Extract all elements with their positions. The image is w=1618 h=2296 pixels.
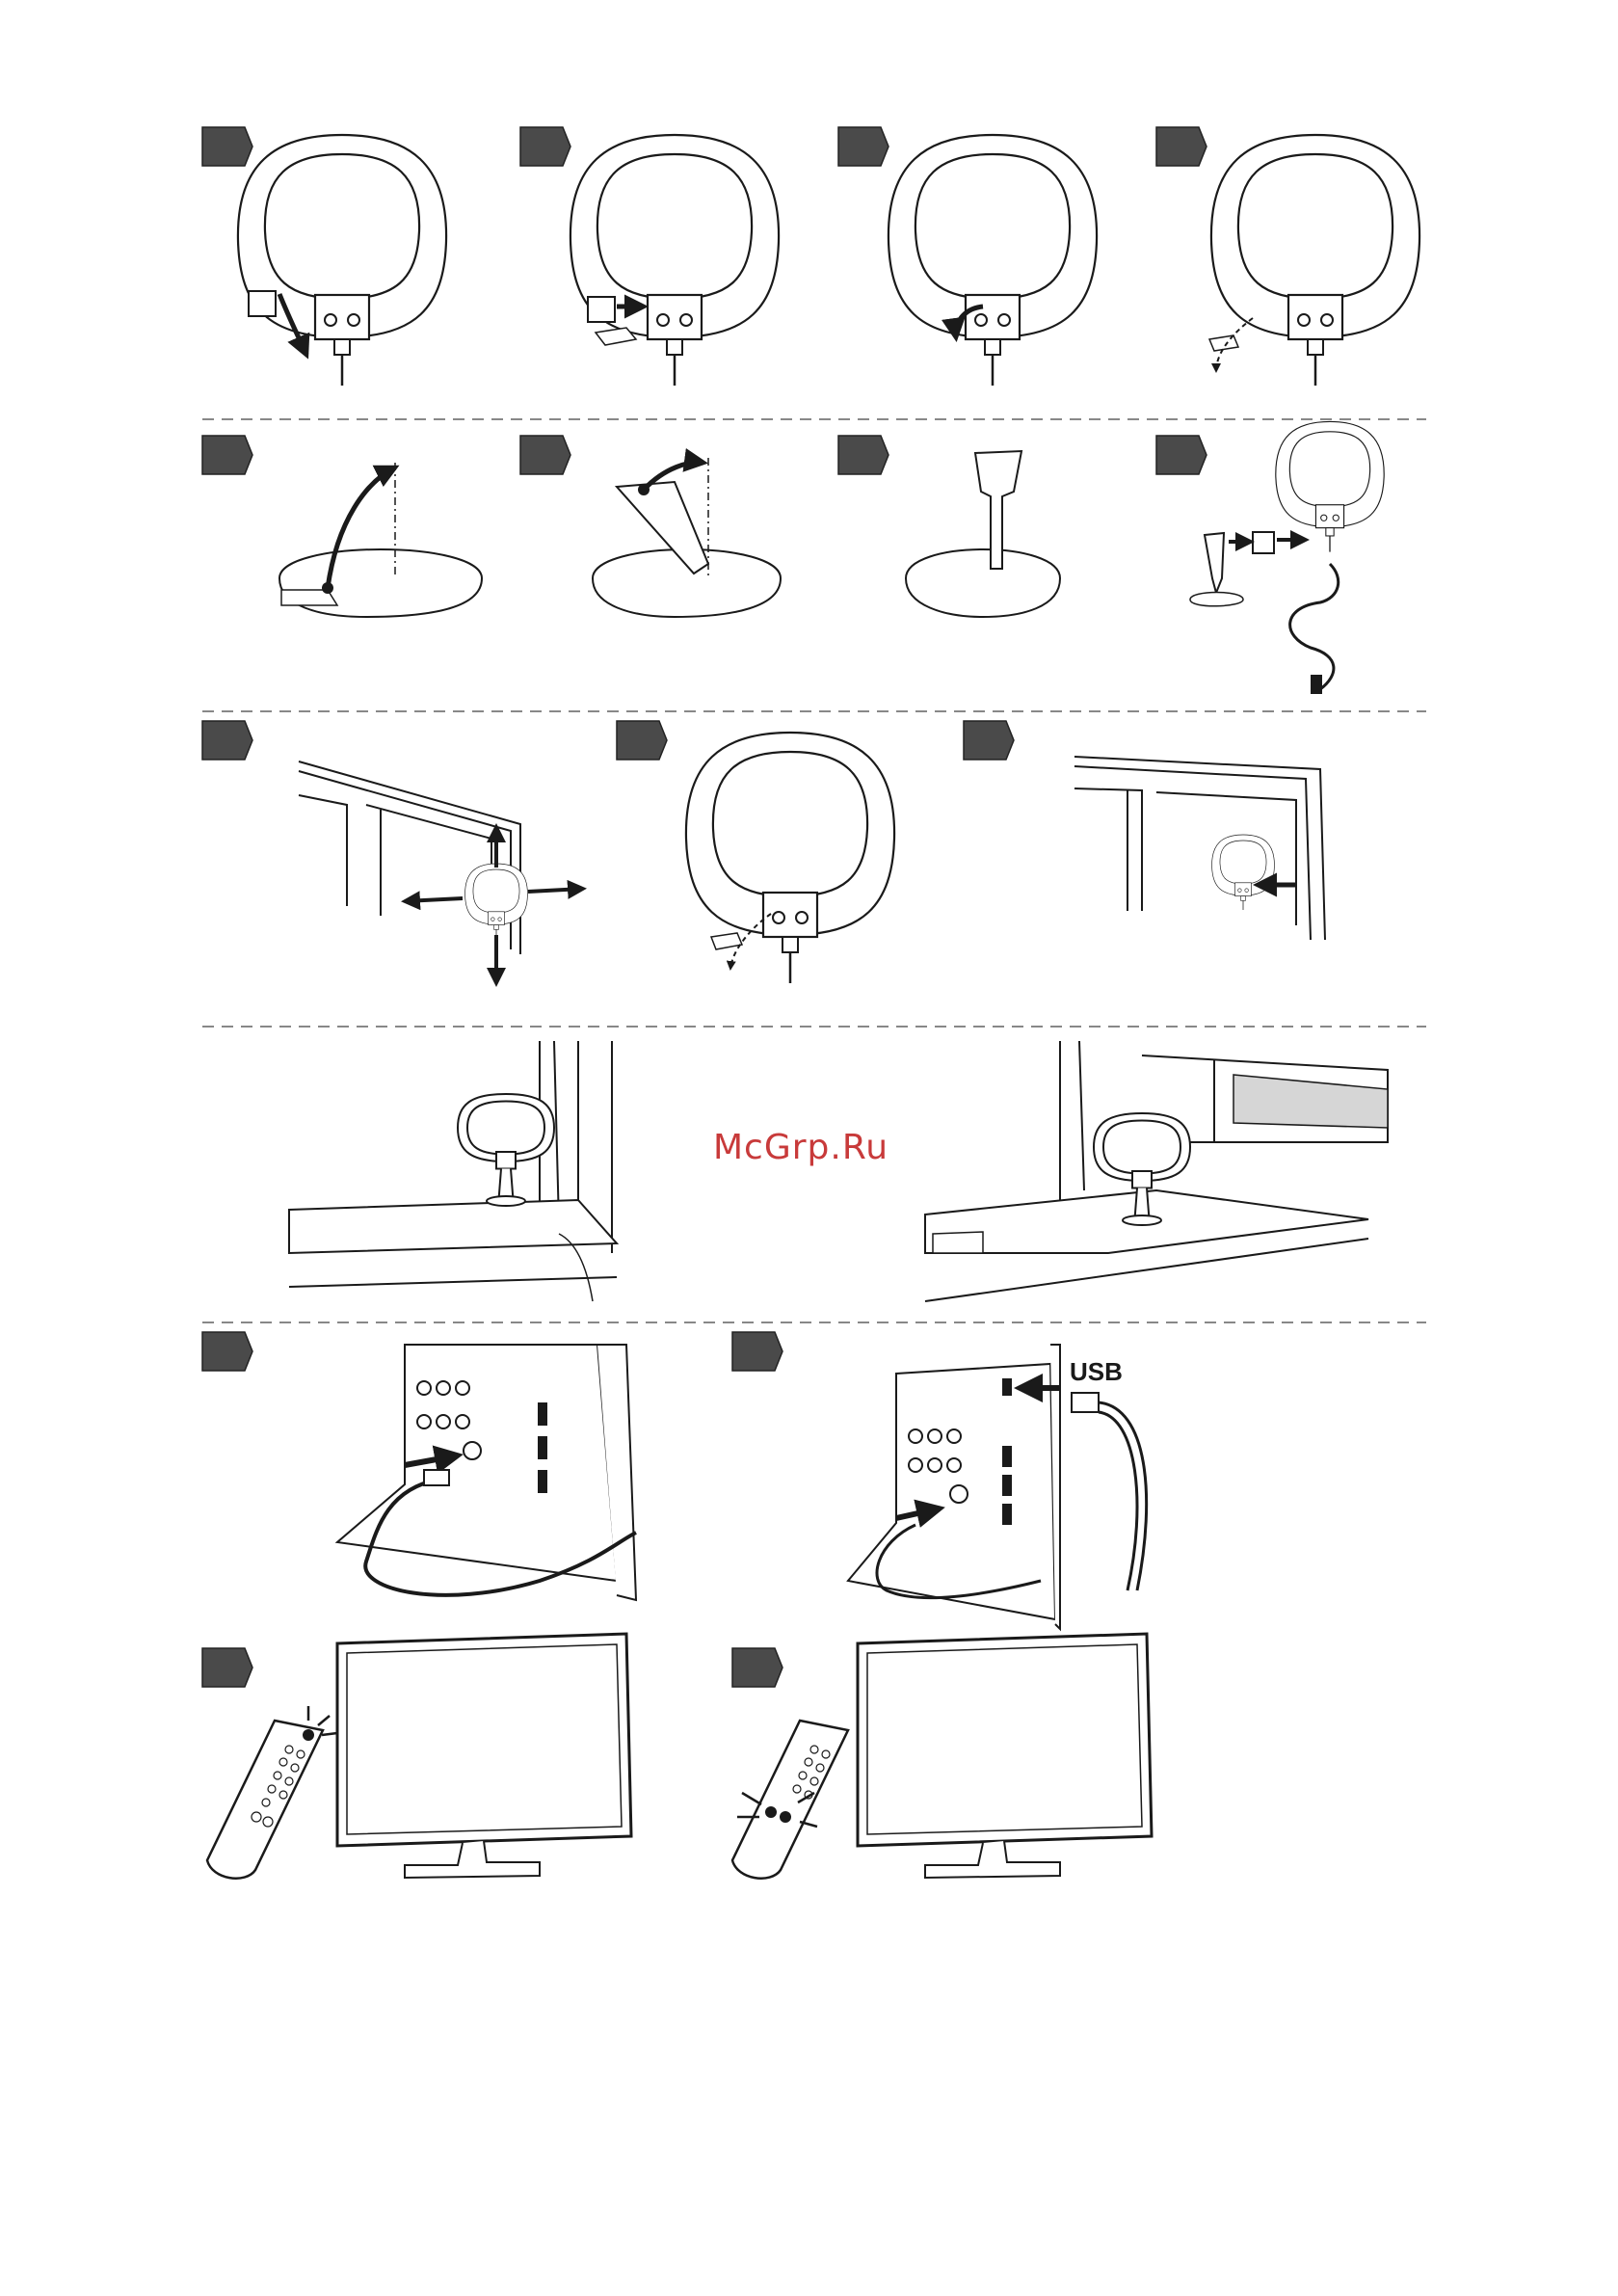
step-remote-press-source <box>202 1634 631 1879</box>
step-remote-press-scan <box>732 1634 1152 1879</box>
step-badge <box>732 1332 782 1371</box>
hdmi-ports-icon <box>1002 1446 1012 1525</box>
step-badge <box>617 721 667 760</box>
step-badge <box>202 127 252 166</box>
step-badge <box>520 436 570 474</box>
step-badge <box>202 1648 252 1687</box>
watermark: McGrp.Ru <box>713 1128 889 1167</box>
step-badge <box>520 127 570 166</box>
step-antenna-attach-pad <box>520 127 779 386</box>
antenna-ring-icon <box>570 135 779 386</box>
remote-control-icon <box>207 1706 337 1879</box>
step-antenna-peel-back-film <box>617 721 894 983</box>
usb-port-icon <box>1002 1378 1012 1396</box>
step-badge <box>202 721 252 760</box>
usb-label: USB <box>1070 1357 1123 1386</box>
step-badge <box>202 436 252 474</box>
step-antenna-on-window-sill <box>289 1041 617 1301</box>
step-stand-fold-up <box>202 436 482 617</box>
remote-control-icon <box>732 1721 848 1879</box>
step-window-positioning <box>202 721 583 983</box>
step-stand-upright <box>838 436 1060 617</box>
arrow-left-icon <box>405 898 463 901</box>
arrow-right-icon <box>528 889 583 892</box>
step-antenna-mount-on-stand <box>1156 421 1384 694</box>
step-tv-connect-usb-power: USB <box>732 1332 1147 1629</box>
step-stand-bend <box>520 436 781 617</box>
hdmi-ports-icon <box>538 1402 547 1493</box>
usb-plug-icon <box>1311 675 1322 694</box>
step-antenna-peel-film <box>1156 127 1419 386</box>
step-badge <box>838 127 889 166</box>
step-antenna-peel <box>838 127 1097 386</box>
step-badge <box>732 1648 782 1687</box>
step-badge <box>1156 436 1207 474</box>
antenna-ring-icon <box>238 135 446 386</box>
step-antenna-on-shelf <box>925 1041 1388 1301</box>
antenna-ring-icon <box>1211 135 1419 386</box>
step-badge <box>202 1332 252 1371</box>
step-tv-connect-rf-cable <box>202 1332 636 1600</box>
usb-plug-icon <box>1072 1393 1099 1412</box>
tv-screen-icon <box>858 1634 1152 1846</box>
step-antenna-remove-cover <box>202 127 446 386</box>
step-badge <box>964 721 1014 760</box>
step-window-stick-antenna <box>964 721 1325 940</box>
step-badge <box>838 436 889 474</box>
rf-plug-icon <box>424 1470 449 1485</box>
tv-screen-icon <box>337 1634 631 1846</box>
step-badge <box>1156 127 1207 166</box>
antenna-ring-icon <box>889 135 1097 386</box>
